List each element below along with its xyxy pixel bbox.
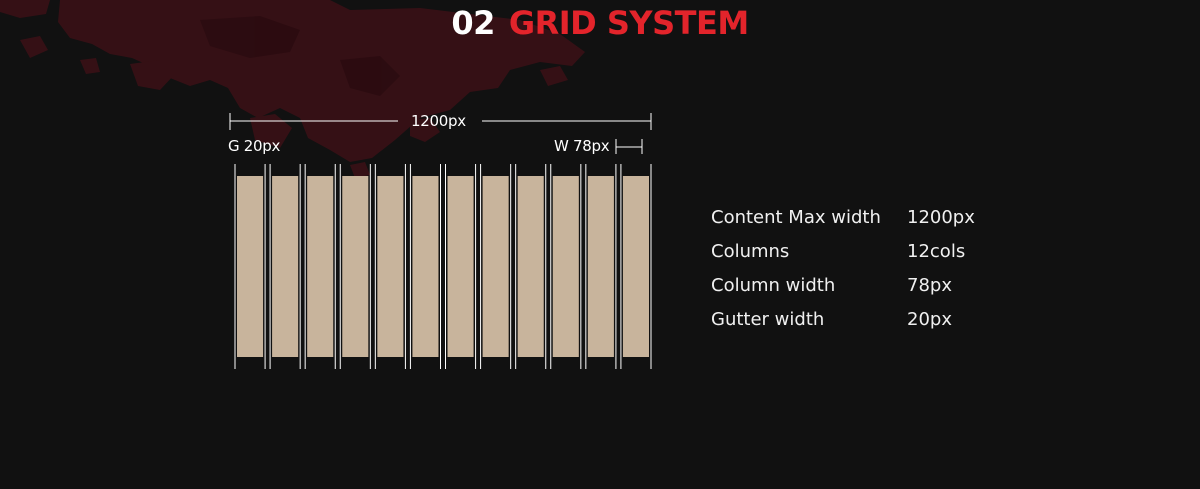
spec-key: Gutter width: [711, 308, 825, 330]
grid-column: [482, 176, 509, 357]
grid-column: [307, 176, 334, 357]
spec-value: 12cols: [907, 240, 966, 262]
section-title: GRID SYSTEM: [508, 4, 749, 42]
spec-row-gutter-width: Gutter width 20px: [711, 302, 1031, 336]
grid-column: [342, 176, 369, 357]
total-width-label: 1200px: [411, 112, 466, 130]
guides-group: [234, 164, 652, 369]
spec-row-max-width: Content Max width 1200px: [711, 200, 1031, 234]
grid-column: [412, 176, 439, 357]
spec-table: Content Max width 1200px Columns 12cols …: [711, 200, 1031, 336]
grid-column: [587, 176, 614, 357]
spec-row-column-width: Column width 78px: [711, 268, 1031, 302]
section-number: 02: [451, 4, 495, 42]
spec-value: 78px: [907, 274, 952, 296]
grid-column: [622, 176, 649, 357]
spec-value: 20px: [907, 308, 952, 330]
column-width-label: W 78px: [554, 137, 610, 155]
grid-diagram: [229, 113, 652, 369]
grid-column: [447, 176, 474, 357]
grid-column: [272, 176, 299, 357]
gutter-label: G 20px: [228, 137, 281, 155]
spec-key: Content Max width: [711, 206, 881, 228]
spec-value: 1200px: [907, 206, 975, 228]
spec-key: Column width: [711, 274, 836, 296]
grid-column: [552, 176, 579, 357]
page-title: 02 GRID SYSTEM: [0, 0, 1200, 48]
spec-row-columns: Columns 12cols: [711, 234, 1031, 268]
spec-key: Columns: [711, 240, 790, 262]
grid-column: [237, 176, 264, 357]
grid-column: [377, 176, 404, 357]
grid-column: [517, 176, 544, 357]
columns-group: [237, 176, 649, 357]
